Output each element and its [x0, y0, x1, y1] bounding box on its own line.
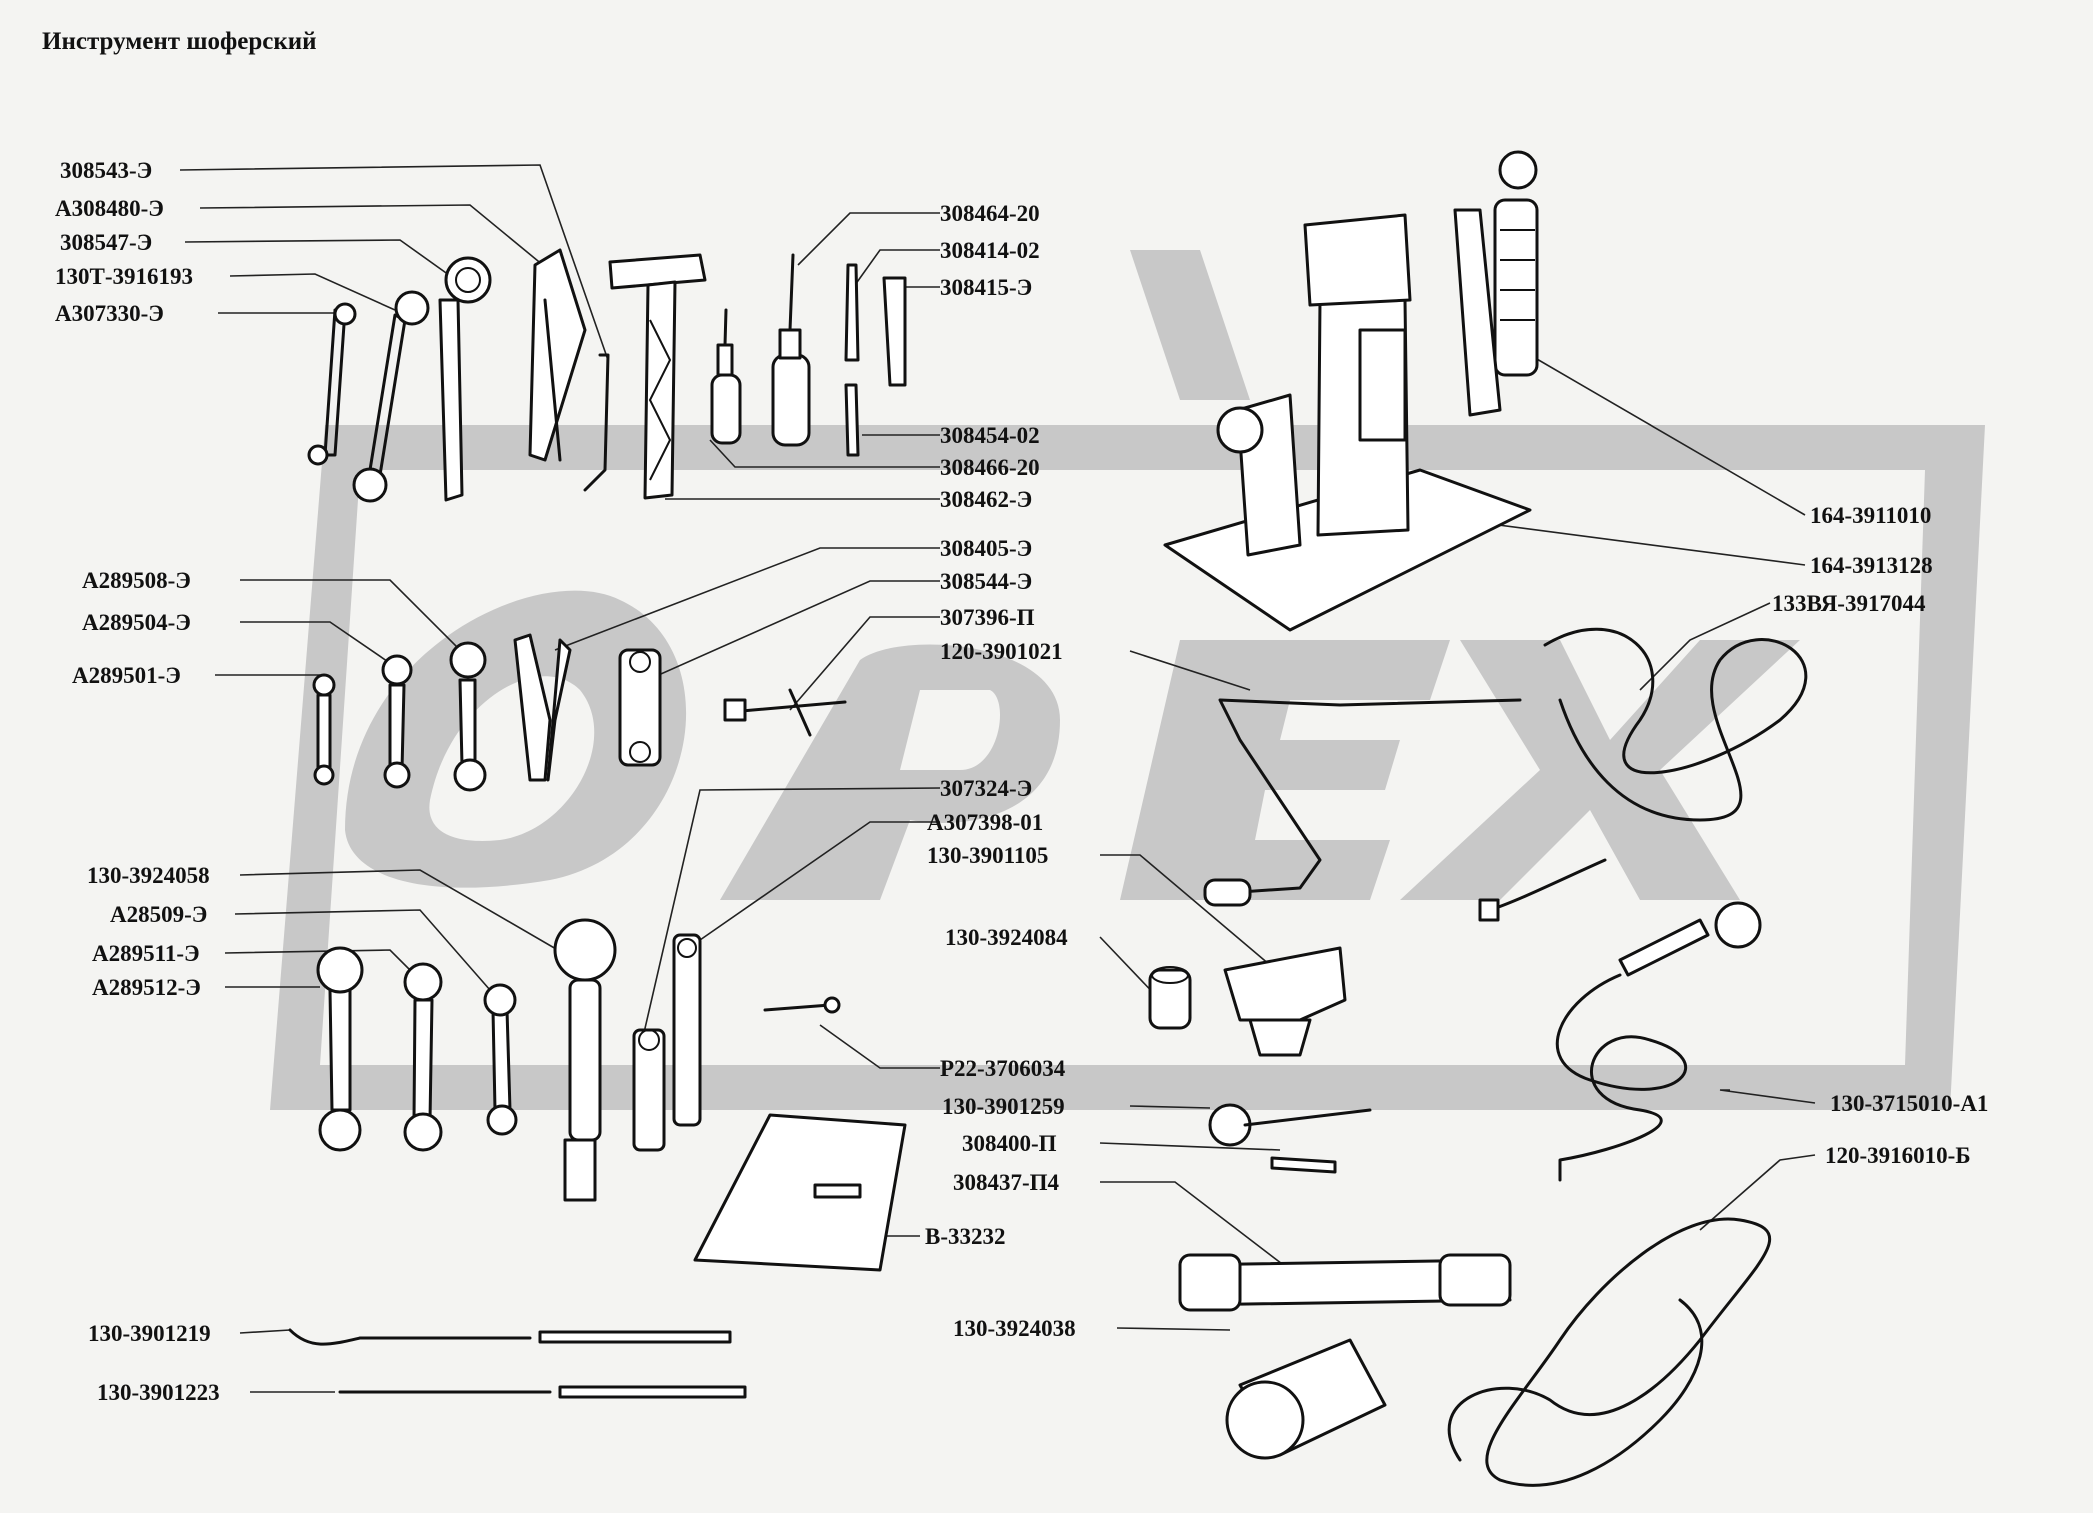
- tool-308437: [1178, 1253, 1512, 1312]
- tool-a289511: [403, 962, 443, 1152]
- part-label: 130-3901223: [97, 1380, 220, 1405]
- part-label: 130-3924058: [87, 863, 210, 888]
- part-labels: 308543-Э А308480-Э 308547-Э 130Т-3916193…: [55, 158, 1988, 1405]
- part-label: А28509-Э: [110, 902, 207, 927]
- tool-308547: [438, 256, 492, 502]
- hose-133vya: [1478, 627, 1808, 922]
- part-label: А307330-Э: [55, 301, 164, 326]
- part-label: 130-3715010-А1: [1830, 1091, 1988, 1116]
- jack-164-3913128: [1163, 213, 1532, 632]
- part-label: 130-3901105: [927, 843, 1048, 868]
- part-label: 120-3901021: [940, 639, 1063, 664]
- tool-a307330: [307, 302, 357, 466]
- hose-120-3916010: [1447, 1217, 1772, 1487]
- part-label: 308543-Э: [60, 158, 152, 183]
- part-label: 308405-Э: [940, 536, 1032, 561]
- part-label: А308480-Э: [55, 196, 164, 221]
- leader-lines: [179, 164, 1816, 1393]
- tool-a28509: [483, 983, 518, 1136]
- tool-crank-120-3901021: [1203, 698, 1522, 907]
- part-label: А289504-Э: [82, 610, 191, 635]
- part-label: 308414-02: [940, 238, 1040, 263]
- part-label: 308544-Э: [940, 569, 1032, 594]
- part-label: А307398-01: [927, 810, 1043, 835]
- page-title: Инструмент шоферский: [42, 28, 317, 55]
- part-label: 120-3916010-Б: [1825, 1143, 1971, 1168]
- tool-307396: [723, 688, 847, 737]
- part-label: 308462-Э: [940, 487, 1032, 512]
- part-label: 164-3911010: [1810, 503, 1931, 528]
- manual-b33232: [693, 1113, 907, 1272]
- part-label: 307324-Э: [940, 776, 1032, 801]
- tool-130-3924058: [553, 918, 617, 1202]
- part-label: 308466-20: [940, 455, 1040, 480]
- part-label: А289512-Э: [92, 975, 201, 1000]
- tool-130-3901219: [288, 1328, 732, 1346]
- part-label: 308547-Э: [60, 230, 152, 255]
- tool-308415: [882, 276, 907, 387]
- tool-130t3916193: [352, 290, 430, 503]
- part-label: 130-3924038: [953, 1316, 1076, 1341]
- part-label: 308464-20: [940, 201, 1040, 226]
- part-label: 130-3901219: [88, 1321, 211, 1346]
- tool-hammer-308462: [608, 253, 707, 500]
- tool-pliers-308405: [513, 633, 572, 782]
- part-label: 307396-П: [940, 605, 1035, 630]
- tool-130-3901223: [338, 1385, 747, 1399]
- part-label: 130Т-3916193: [55, 264, 193, 289]
- tool-screwdriver-308466: [710, 308, 742, 445]
- tool-130-3924038: [1225, 1338, 1387, 1460]
- tool-a289512: [316, 946, 364, 1152]
- part-label: 130-3901259: [942, 1094, 1065, 1119]
- tool-130-3924084: [1148, 966, 1192, 1030]
- part-label: Р22-3706034: [940, 1056, 1066, 1081]
- tool-a308480: [528, 248, 587, 462]
- part-label: 164-3913128: [1810, 553, 1933, 578]
- part-label: 308415-Э: [940, 275, 1032, 300]
- part-label: 308437-П4: [953, 1170, 1060, 1195]
- tool-p22: [763, 996, 841, 1014]
- part-label: А289501-Э: [72, 663, 181, 688]
- pump-164-3911010: [1453, 150, 1539, 417]
- part-label: А289508-Э: [82, 568, 191, 593]
- part-label: 308400-П: [962, 1131, 1057, 1156]
- tool-130-3901259: [1208, 1103, 1372, 1147]
- tool-308400: [1270, 1156, 1337, 1174]
- tool-a289501: [312, 673, 336, 786]
- tool-a289504: [381, 654, 413, 789]
- part-label: 130-3924084: [945, 925, 1068, 950]
- lamp-130-3715010: [1555, 901, 1762, 1182]
- tool-a307398: [672, 933, 702, 1127]
- part-label: В-33232: [925, 1224, 1006, 1249]
- part-label: А289511-Э: [92, 941, 200, 966]
- tool-308454: [844, 383, 860, 457]
- tool-308414: [844, 263, 860, 362]
- part-label: 133ВЯ-3917044: [1772, 591, 1926, 616]
- tool-a289508: [449, 641, 487, 792]
- tool-screwdriver-308464: [771, 253, 811, 447]
- tool-130-3901105: [1223, 946, 1347, 1057]
- tool-308543: [583, 353, 610, 492]
- part-label: 308454-02: [940, 423, 1040, 448]
- tool-307324: [632, 1028, 666, 1152]
- tool-308544: [618, 648, 662, 767]
